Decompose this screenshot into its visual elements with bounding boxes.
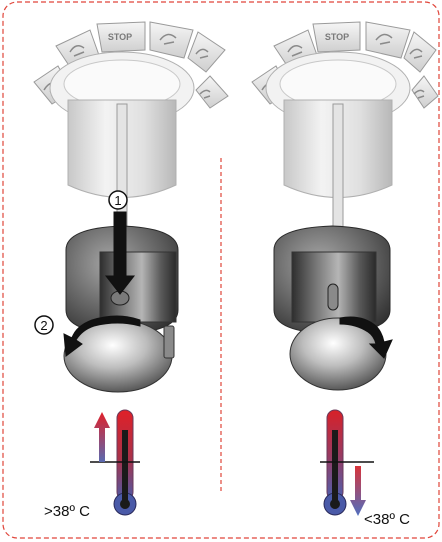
right-panel: STOP <38º C [251, 21, 439, 528]
step-2-badge [34, 315, 54, 335]
hand-spray-icon [409, 48, 423, 59]
temperature-down-arrow [350, 466, 366, 516]
press-arrow [104, 211, 136, 295]
stop-tab-label: STOP [325, 32, 349, 42]
hand-spray-icon [199, 89, 211, 99]
selector-tab [187, 31, 226, 73]
thermometer-hot [113, 409, 137, 516]
selector-tab [411, 75, 439, 109]
hand-spray-icon [159, 33, 177, 45]
temperature-label-cold: <38º C [364, 511, 410, 528]
selector-tab [195, 75, 229, 109]
hand-spray-icon [413, 89, 425, 99]
selector-tab [365, 21, 411, 59]
thermometer-cold [323, 409, 347, 516]
hand-spray-icon [287, 45, 303, 57]
rotate-arrow [339, 316, 393, 359]
selector-tab [403, 31, 437, 73]
valve-collar [99, 251, 177, 323]
side-lever [163, 325, 175, 359]
rotate-arrow [63, 315, 141, 357]
selector-tab [149, 21, 194, 59]
selector-tab [96, 21, 146, 53]
stop-tab-label: STOP [108, 32, 132, 42]
temperature-label-hot: >38º C [44, 503, 90, 520]
temperature-up-arrow [94, 412, 110, 462]
step-1-badge [108, 190, 128, 210]
hand-spray-icon [195, 48, 209, 59]
left-panel: STOP 1 2 >38º C [33, 21, 229, 520]
hand-spray-icon [69, 45, 85, 57]
hand-spray-icon [375, 33, 393, 45]
selector-tab [312, 21, 361, 53]
push-button-slot [327, 283, 339, 311]
step-2-number: 2 [40, 318, 47, 333]
step-1-number: 1 [114, 193, 121, 208]
